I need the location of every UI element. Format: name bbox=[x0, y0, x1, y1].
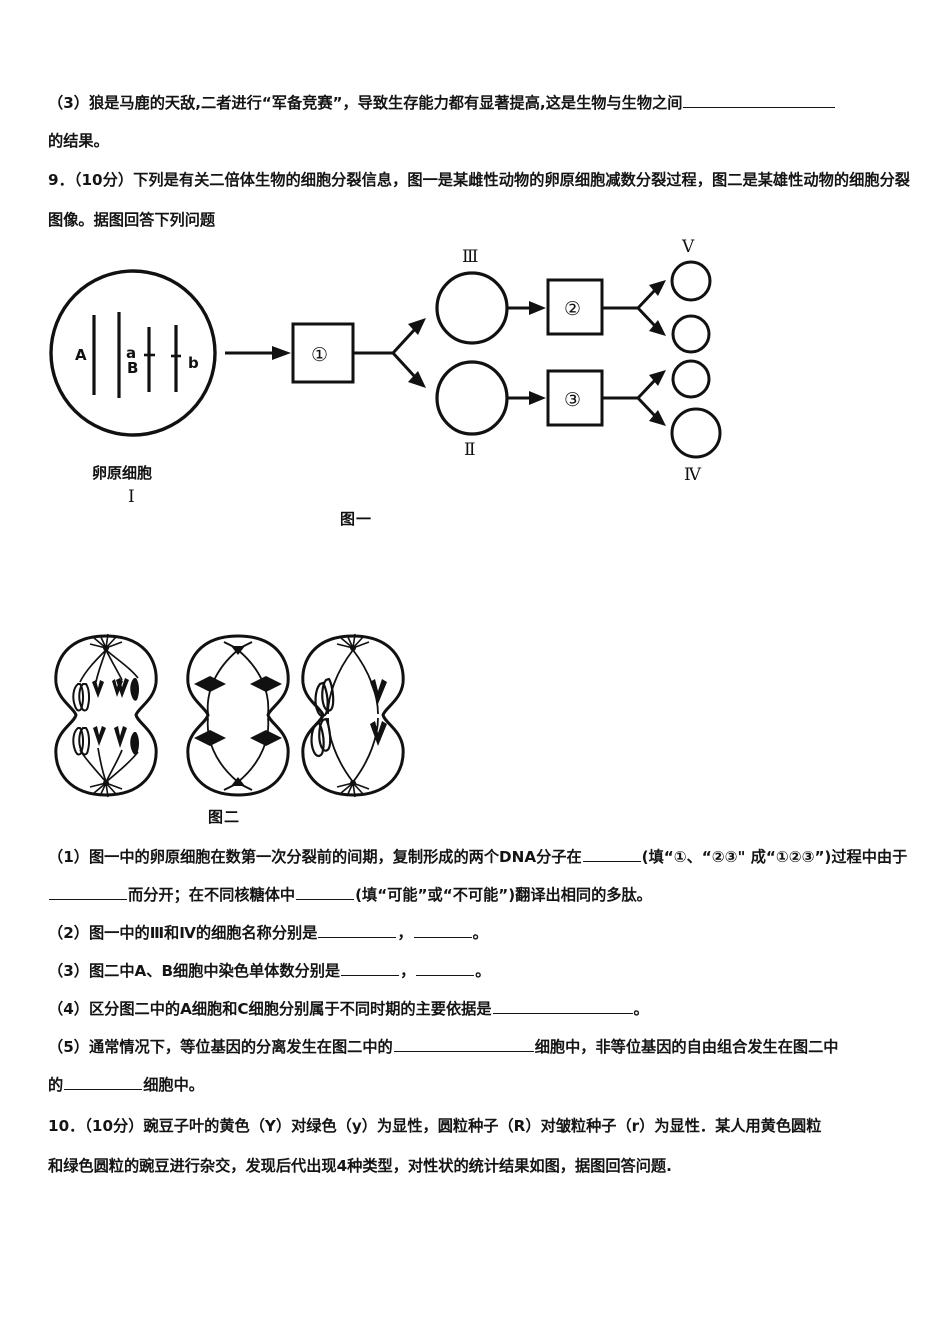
answer-blank[interactable] bbox=[683, 91, 836, 108]
spindle-pole-top-C bbox=[336, 633, 370, 651]
q9-sub-5-text-a: （5）通常情况下，等位基因的分离发生在图二中的 bbox=[48, 1038, 393, 1056]
q10-line2: 和绿色圆粒的豌豆进行杂交，发现后代出现4种类型，对性状的统计结果如图，据图回答问… bbox=[48, 1157, 672, 1175]
q9-stem: 9．（10分）下列是有关二倍体生物的细胞分裂信息，图一是某雌性动物的卵原细胞减数… bbox=[48, 160, 910, 240]
chromosome-label-a: a bbox=[126, 344, 136, 362]
q9-sub-3: （3）图二中A、B细胞中染色单体数分别是 ， 。 bbox=[48, 952, 910, 990]
spindle-pole-bottom-B bbox=[223, 777, 253, 791]
process-box-3: ③ bbox=[546, 369, 604, 427]
answer-blank[interactable] bbox=[49, 883, 127, 900]
spindle-pole-bottom-C bbox=[336, 780, 370, 798]
figure-two-cell-C bbox=[301, 633, 405, 798]
q9-number: 9． bbox=[48, 171, 74, 189]
q9-score: （10分） bbox=[73, 171, 134, 189]
process-box-3-label: ③ bbox=[564, 389, 581, 411]
chromosomes-upper-A bbox=[72, 678, 140, 712]
process-box-1-label: ① bbox=[311, 344, 328, 366]
polar-body-1 bbox=[671, 314, 711, 354]
q9-sub-1-text-a: （1）图一中的卵原细胞在数第一次分裂前的间期，复制形成的两个DNA分子在 bbox=[48, 848, 582, 866]
answer-blank[interactable] bbox=[413, 921, 472, 938]
cell-V: Ⅴ bbox=[670, 237, 712, 302]
arrow-II-to-box3 bbox=[508, 391, 546, 405]
chromosomes-right-C bbox=[370, 679, 387, 746]
fork-after-box2 bbox=[636, 280, 666, 336]
q9-sub-5-line1: （5）通常情况下，等位基因的分离发生在图二中的 细胞中，非等位基因的自由组合发生在… bbox=[48, 1028, 910, 1066]
q10-line1: 10．（10分）豌豆子叶的黄色（Y）对绿色（y）为显性，圆粒种子（R）对皱粒种子… bbox=[48, 1117, 822, 1135]
q9-sub-3-text-c: 。 bbox=[475, 962, 491, 980]
q9-sub-5-text-b: 细胞中，非等位基因的自由组合发生在图二中 bbox=[534, 1038, 839, 1056]
chromosomes-lower-A bbox=[72, 726, 140, 756]
q9-sub-3-text-a: （3）图二中A、B细胞中染色单体数分别是 bbox=[48, 962, 341, 980]
q8-part3-text: （3）狼是马鹿的天敌,二者进行“军备竞赛”，导致生存能力都有显著提高,这是生物与… bbox=[48, 94, 683, 112]
q9-sub-3-text-b: ， bbox=[400, 962, 416, 980]
arrow-III-to-box2 bbox=[508, 301, 546, 315]
process-box-1: ① bbox=[291, 322, 355, 384]
figure-two-cell-B bbox=[186, 634, 290, 797]
answer-blank[interactable] bbox=[416, 959, 475, 976]
fork-after-box3 bbox=[636, 370, 666, 426]
answer-blank[interactable] bbox=[64, 1073, 143, 1090]
q9-stem-text: 下列是有关二倍体生物的细胞分裂信息，图一是某雌性动物的卵原细胞减数分裂过程，图二… bbox=[48, 171, 910, 229]
figure-one: A a B b 卵原细胞 Ⅰ ① bbox=[48, 237, 748, 540]
chromosomes-left-C bbox=[310, 677, 335, 757]
chromosome-label-b: b bbox=[188, 354, 199, 372]
answer-blank[interactable] bbox=[492, 997, 633, 1014]
polar-body-2 bbox=[671, 359, 711, 399]
answer-blank[interactable] bbox=[296, 883, 355, 900]
cell-III: Ⅲ bbox=[435, 247, 509, 345]
spindle-pole-top-B bbox=[223, 641, 253, 655]
cell-IV-label: Ⅳ bbox=[684, 465, 702, 485]
oogonium-caption: 卵原细胞 bbox=[92, 464, 152, 482]
cell-III-label: Ⅲ bbox=[462, 247, 478, 267]
q9-sub-5-text-c: 的 bbox=[48, 1076, 64, 1094]
cell-II-label: Ⅱ bbox=[464, 440, 476, 460]
q9-sub-1-text-b: (填“①、“②③" 成“①②③”)过程中由于 bbox=[641, 848, 908, 866]
q9-sub-2-text-c: 。 bbox=[472, 924, 488, 942]
process-box-2: ② bbox=[546, 278, 604, 336]
q9-sub-2: （2）图一中的Ⅲ和Ⅳ的细胞名称分别是 ， 。 bbox=[48, 914, 910, 952]
q9-sub-4: （4）区分图二中的A细胞和C细胞分别属于不同时期的主要依据是 。 bbox=[48, 990, 910, 1028]
q9-sub-1-line2: 而分开；在不同核糖体中 (填“可能”或“不可能”)翻译出相同的多肽。 bbox=[48, 876, 910, 914]
tetrads-B bbox=[194, 676, 282, 746]
chromosome-label-A: A bbox=[75, 346, 87, 364]
answer-blank[interactable] bbox=[393, 1035, 534, 1052]
answer-blank[interactable] bbox=[341, 959, 400, 976]
cell-IV: Ⅳ bbox=[670, 407, 722, 485]
oogonium-roman: Ⅰ bbox=[128, 487, 135, 507]
fork-after-box1 bbox=[391, 318, 426, 388]
q9-sub-4-text-a: （4）区分图二中的A细胞和C细胞分别属于不同时期的主要依据是 bbox=[48, 1000, 492, 1018]
q9-sub-1-text-c: 而分开；在不同核糖体中 bbox=[128, 886, 296, 904]
figure-two-cell-A bbox=[54, 633, 158, 798]
figure-one-caption: 图一 bbox=[340, 510, 373, 528]
cell-V-label: Ⅴ bbox=[681, 237, 695, 257]
process-box-2-label: ② bbox=[564, 298, 581, 320]
q9-sub-1-line1: （1）图一中的卵原细胞在数第一次分裂前的间期，复制形成的两个DNA分子在 (填“①… bbox=[48, 838, 910, 876]
q8-part3-line2: 的结果。 bbox=[48, 132, 109, 150]
q9-sub-2-text-b: ， bbox=[397, 924, 413, 942]
arrow-cell-to-box1 bbox=[225, 346, 291, 360]
q9-sub-5-line2: 的 细胞中。 bbox=[48, 1066, 910, 1104]
q9-sub-5-text-d: 细胞中。 bbox=[143, 1076, 204, 1094]
chromosome-label-B: B bbox=[127, 359, 138, 377]
spindle-pole-bottom-A bbox=[89, 780, 123, 798]
answer-blank[interactable] bbox=[582, 845, 641, 862]
spindle-pole-top-A bbox=[89, 633, 123, 651]
oogonium-cell: A a B b bbox=[49, 269, 217, 437]
answer-blank[interactable] bbox=[318, 921, 397, 938]
figure-two-caption: 图二 bbox=[208, 808, 241, 826]
q9-sub-1-text-d: (填“可能”或“不可能”)翻译出相同的多肽。 bbox=[355, 886, 652, 904]
q9-sub-4-text-b: 。 bbox=[633, 1000, 649, 1018]
q8-part3-line1: （3）狼是马鹿的天敌,二者进行“军备竞赛”，导致生存能力都有显著提高,这是生物与… bbox=[48, 84, 910, 122]
q9-sub-2-text-a: （2）图一中的Ⅲ和Ⅳ的细胞名称分别是 bbox=[48, 924, 318, 942]
cell-II: Ⅱ bbox=[435, 360, 509, 460]
figure-two: 图二 bbox=[48, 628, 428, 838]
